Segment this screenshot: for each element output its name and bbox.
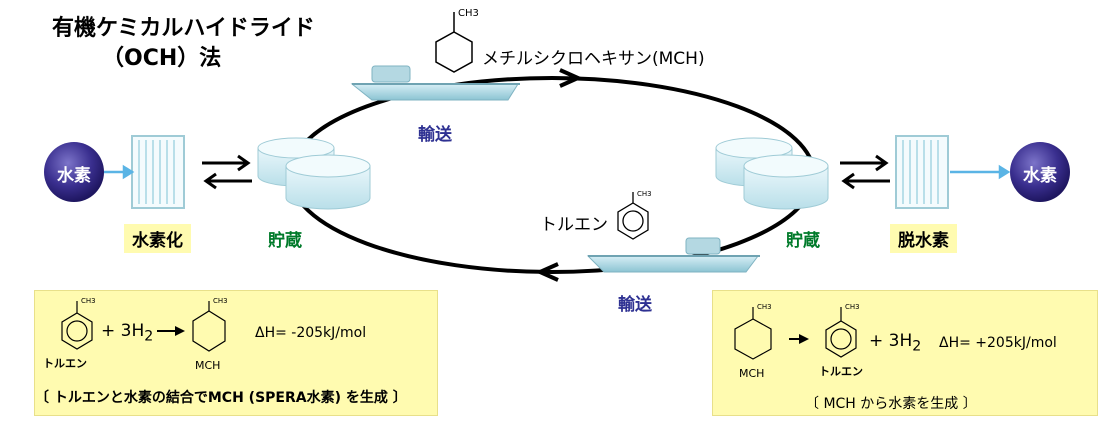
- label-transport-bottom: 輸送: [618, 295, 652, 315]
- storage-tanks-left: [257, 137, 371, 210]
- title-line-1: 有機ケミカルハイドライド: [52, 16, 315, 41]
- page-title: 有機ケミカルハイドライド （OCH）法: [52, 14, 315, 74]
- left-note: 〔 トルエンと水素の結合でMCH (SPERA水素) を生成 〕: [35, 390, 407, 406]
- right-note-text: MCH から水素を生成: [823, 396, 959, 412]
- reaction-arrow-left: [157, 326, 185, 336]
- left-note-text: トルエンと水素の結合でMCH (SPERA水素) を生成: [53, 390, 388, 406]
- label-toluene: トルエン: [540, 215, 608, 235]
- right-mch-label: MCH: [739, 367, 765, 380]
- hydrogen-sphere-left: [44, 142, 104, 202]
- label-h2-left: 水素: [57, 166, 91, 186]
- right-toluene-label: トルエン: [819, 365, 863, 378]
- cycle-arrow-bottom: [535, 262, 559, 282]
- methyl-label-left-2: CH3: [213, 297, 228, 305]
- storage-tanks-right: [715, 137, 829, 210]
- h2-feed-arrow-left: [104, 164, 135, 180]
- reactor-hydrogenation: [131, 135, 185, 209]
- reaction-structures-left: CH3 CH3: [61, 297, 228, 352]
- label-mch: メチルシクロヘキサン(MCH): [482, 49, 705, 69]
- mch-structure-right: [734, 307, 772, 360]
- reaction-panel-left: CH3 CH3 + 3H2 ΔH= -205kJ/mol トルエン MCH 〔 …: [34, 290, 438, 416]
- label-hydrogenation: 水素化: [124, 224, 191, 253]
- methyl-label-middle: CH3: [637, 190, 652, 198]
- toluene-structure-left: [61, 301, 93, 350]
- right-plus-h2-text: + 3H: [869, 331, 913, 351]
- right-note: 〔 MCH から水素を生成 〕: [805, 396, 977, 412]
- toluene-structure-right: [825, 307, 857, 358]
- methyl-label-right-1: CH3: [757, 303, 772, 311]
- exchange-arrows-left: [202, 154, 252, 190]
- left-mch-label: MCH: [195, 359, 221, 372]
- ship-bottom: [586, 237, 760, 273]
- hydrogen-sphere-right: [1010, 142, 1070, 202]
- right-plus-h2: + 3H2: [869, 331, 921, 354]
- title-line-2: （OCH）法: [102, 46, 222, 71]
- label-storage-right: 貯蔵: [786, 231, 820, 251]
- mch-structure-left: [192, 301, 226, 352]
- ship-top: [350, 65, 520, 101]
- h2-out-arrow-right: [950, 164, 1011, 180]
- toluene-structure-middle: [617, 192, 649, 240]
- left-plus-h2: + 3H2: [101, 321, 153, 344]
- right-sub-2: 2: [912, 338, 922, 355]
- label-dehydrogenation: 脱水素: [890, 224, 957, 253]
- left-delta-h: ΔH= -205kJ/mol: [255, 325, 367, 341]
- label-storage-left: 貯蔵: [268, 231, 302, 251]
- label-h2-right: 水素: [1023, 166, 1057, 186]
- methyl-label-right-2: CH3: [845, 303, 860, 311]
- right-delta-h: ΔH= +205kJ/mol: [939, 335, 1057, 351]
- reaction-panel-right: CH3 CH3 + 3H2 ΔH= +205kJ/mol MCH トルエン 〔 …: [712, 290, 1098, 416]
- reaction-arrow-right: [789, 334, 809, 344]
- cycle-arrow-top: [559, 68, 583, 88]
- methyl-label-left-1: CH3: [81, 297, 96, 305]
- left-toluene-label: トルエン: [43, 357, 87, 370]
- left-plus-h2-text: + 3H: [101, 321, 145, 341]
- mch-structure-top: [435, 12, 473, 73]
- reaction-structures-right: CH3 CH3: [734, 303, 860, 360]
- label-transport-top: 輸送: [418, 125, 452, 145]
- methyl-label-top: CH3: [458, 8, 479, 19]
- reactor-dehydrogenation: [895, 135, 949, 209]
- left-sub-2: 2: [144, 328, 154, 345]
- exchange-arrows-right: [840, 154, 890, 190]
